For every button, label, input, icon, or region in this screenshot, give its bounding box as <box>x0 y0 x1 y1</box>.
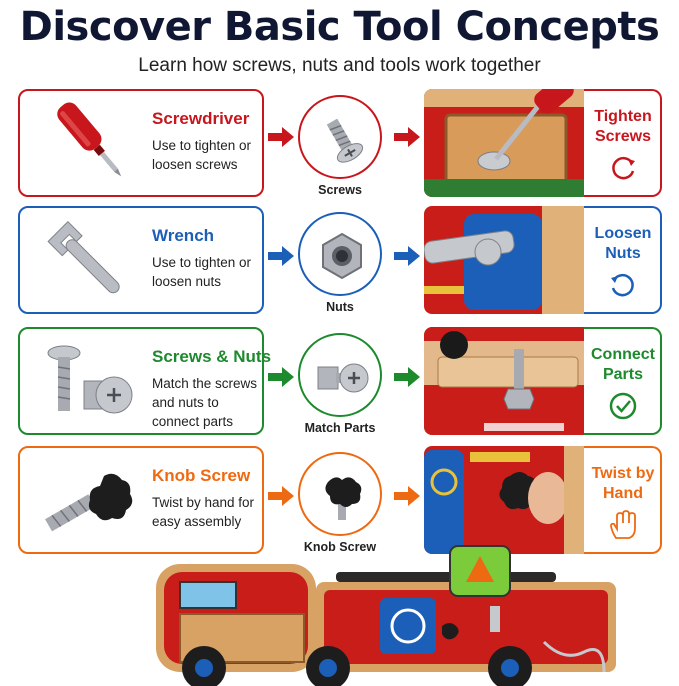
knob-icon <box>325 477 362 520</box>
screw-icon <box>326 118 364 163</box>
action-label: Connect Parts <box>591 346 655 383</box>
arrow-right-icon <box>268 246 294 266</box>
part-circle-screws <box>298 95 382 179</box>
row-screwdriver: Screwdriver Use to tighten or loosen scr… <box>0 89 679 199</box>
part-label: Knob Screw <box>303 540 377 554</box>
arrow-right-icon <box>394 367 420 387</box>
arrow-right-icon <box>394 486 420 506</box>
tool-card-screws-nuts: Screws & Nuts Match the screws and nuts … <box>18 327 271 435</box>
part-circle-knob-screw <box>298 452 382 536</box>
photo-connect-parts <box>424 327 585 435</box>
arrow-right-icon <box>268 127 294 147</box>
row-wrench: Wrench Use to tighten or loosen nuts Nut… <box>0 206 679 316</box>
tool-name: Screws & Nuts <box>152 347 272 366</box>
photo-twist-knob <box>424 446 585 554</box>
knob-screw-icon <box>45 473 133 532</box>
screw-nut-pair-icon <box>317 363 369 393</box>
wrench-icon <box>47 220 120 294</box>
tool-name: Screwdriver <box>152 109 250 128</box>
rotate-counterclockwise-icon <box>611 273 634 297</box>
rotate-clockwise-icon <box>612 156 635 180</box>
tool-card-knob-screw: Knob Screw Twist by hand for easy assemb… <box>18 446 264 554</box>
page-title: Discover Basic Tool Concepts <box>19 4 660 50</box>
action-box-twist: Twist by Hand <box>584 446 662 554</box>
action-label: Twist by Hand <box>591 465 655 502</box>
fire-truck-illustration <box>156 545 616 686</box>
action-label: Loosen Nuts <box>594 225 652 262</box>
tool-card-wrench: Wrench Use to tighten or loosen nuts <box>18 206 264 314</box>
page-subtitle: Learn how screws, nuts and tools work to… <box>138 55 541 76</box>
arrow-right-icon <box>394 246 420 266</box>
arrow-right-icon <box>394 127 420 147</box>
tool-description: Use to tighten or loosen nuts <box>152 255 252 289</box>
photo-loosen-nut <box>424 206 585 314</box>
tool-card-screwdriver: Screwdriver Use to tighten or loosen scr… <box>18 89 264 197</box>
action-label: Tighten Screws <box>594 108 652 145</box>
part-circle-match-parts <box>298 333 382 417</box>
part-label: Match Parts <box>304 421 376 435</box>
checkmark-circle-icon <box>609 392 637 420</box>
screws-nuts-icon <box>47 345 133 414</box>
tool-description: Twist by hand for easy assembly <box>152 495 255 529</box>
arrow-right-icon <box>268 367 294 387</box>
row-screws-nuts: Screws & Nuts Match the screws and nuts … <box>0 327 679 437</box>
tool-description: Use to tighten or loosen screws <box>152 138 252 172</box>
screwdriver-icon <box>57 102 122 177</box>
arrow-right-icon <box>268 486 294 506</box>
nut-icon <box>322 232 362 280</box>
action-box-loosen: Loosen Nuts <box>584 206 662 314</box>
tool-name: Knob Screw <box>152 466 251 485</box>
photo-tighten-screw <box>424 89 585 197</box>
part-circle-nuts <box>298 212 382 296</box>
action-box-tighten: Tighten Screws <box>584 89 662 197</box>
part-label: Nuts <box>326 300 354 314</box>
tool-description: Match the screws and nuts to connect par… <box>152 376 258 429</box>
tool-name: Wrench <box>152 226 215 245</box>
part-label: Screws <box>318 183 362 197</box>
row-knob-screw: Knob Screw Twist by hand for easy assemb… <box>0 446 679 556</box>
hand-icon <box>610 510 636 539</box>
action-box-connect: Connect Parts <box>584 327 662 435</box>
